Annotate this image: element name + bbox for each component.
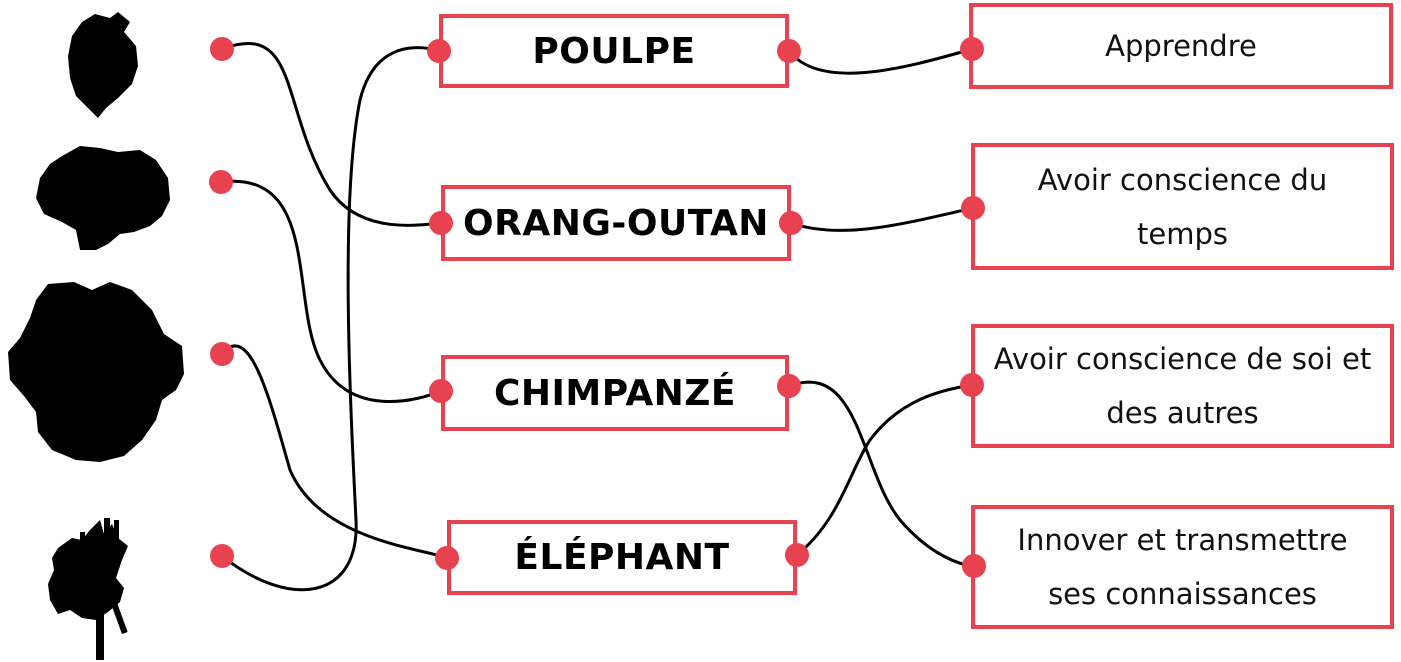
skill-box-innover[interactable]: Innover et transmettre ses connaissances: [971, 505, 1394, 629]
skill-box-conscience-soi[interactable]: Avoir conscience de soi et des autres: [971, 324, 1394, 448]
neuron-silhouette-icon: [48, 518, 128, 660]
link-elephant-soi: [795, 383, 974, 557]
skill-label: Apprendre: [1105, 29, 1257, 63]
link-brain1-orang-outan: [220, 41, 443, 227]
apprendre-dot[interactable]: [960, 37, 984, 61]
brain-2-connector-dot[interactable]: [209, 170, 233, 194]
link-brain2-chimpanze: [219, 179, 443, 404]
animal-label: POULPE: [532, 30, 696, 72]
animal-label: ÉLÉPHANT: [514, 537, 730, 578]
link-poulpe-apprendre: [787, 47, 974, 75]
skill-label: Avoir conscience du temps: [1037, 162, 1328, 251]
orang-outan-left-dot[interactable]: [429, 211, 453, 235]
orang-outan-right-dot[interactable]: [779, 211, 803, 235]
poulpe-right-dot[interactable]: [777, 39, 801, 63]
animal-box-orang-outan[interactable]: ORANG-OUTAN: [441, 185, 791, 261]
link-brain4-poulpe: [220, 46, 441, 592]
poulpe-left-dot[interactable]: [427, 39, 451, 63]
conscience-temps-dot[interactable]: [961, 196, 985, 220]
animal-box-poulpe[interactable]: POULPE: [439, 14, 789, 88]
elephant-right-dot[interactable]: [785, 543, 809, 567]
skill-label: Avoir conscience de soi et des autres: [993, 342, 1372, 430]
animal-label: CHIMPANZÉ: [493, 372, 737, 414]
brain-3-connector-dot[interactable]: [210, 342, 234, 366]
animal-label: ORANG-OUTAN: [463, 202, 769, 244]
animal-box-elephant[interactable]: ÉLÉPHANT: [447, 520, 797, 595]
skill-label: Innover et transmettre ses connaissances: [1017, 523, 1348, 611]
brain-4-connector-dot[interactable]: [210, 544, 234, 568]
link-chimpanze-innover: [787, 380, 976, 568]
link-brain3-elephant: [220, 344, 449, 560]
brain-silhouette-icon: [68, 12, 138, 118]
brain-1-connector-dot[interactable]: [210, 37, 234, 61]
skill-box-conscience-temps[interactable]: Avoir conscience du temps: [971, 143, 1394, 270]
elephant-left-dot[interactable]: [435, 546, 459, 570]
brain-silhouette-icon: [8, 282, 184, 462]
conscience-soi-dot[interactable]: [960, 373, 984, 397]
link-orang-outan-temps: [789, 206, 975, 232]
brain-silhouette-icon: [36, 146, 170, 250]
chimpanze-left-dot[interactable]: [429, 379, 453, 403]
chimpanze-right-dot[interactable]: [777, 374, 801, 398]
animal-box-chimpanze[interactable]: CHIMPANZÉ: [441, 355, 789, 431]
innover-dot[interactable]: [962, 554, 986, 578]
skill-box-apprendre[interactable]: Apprendre: [969, 3, 1393, 89]
